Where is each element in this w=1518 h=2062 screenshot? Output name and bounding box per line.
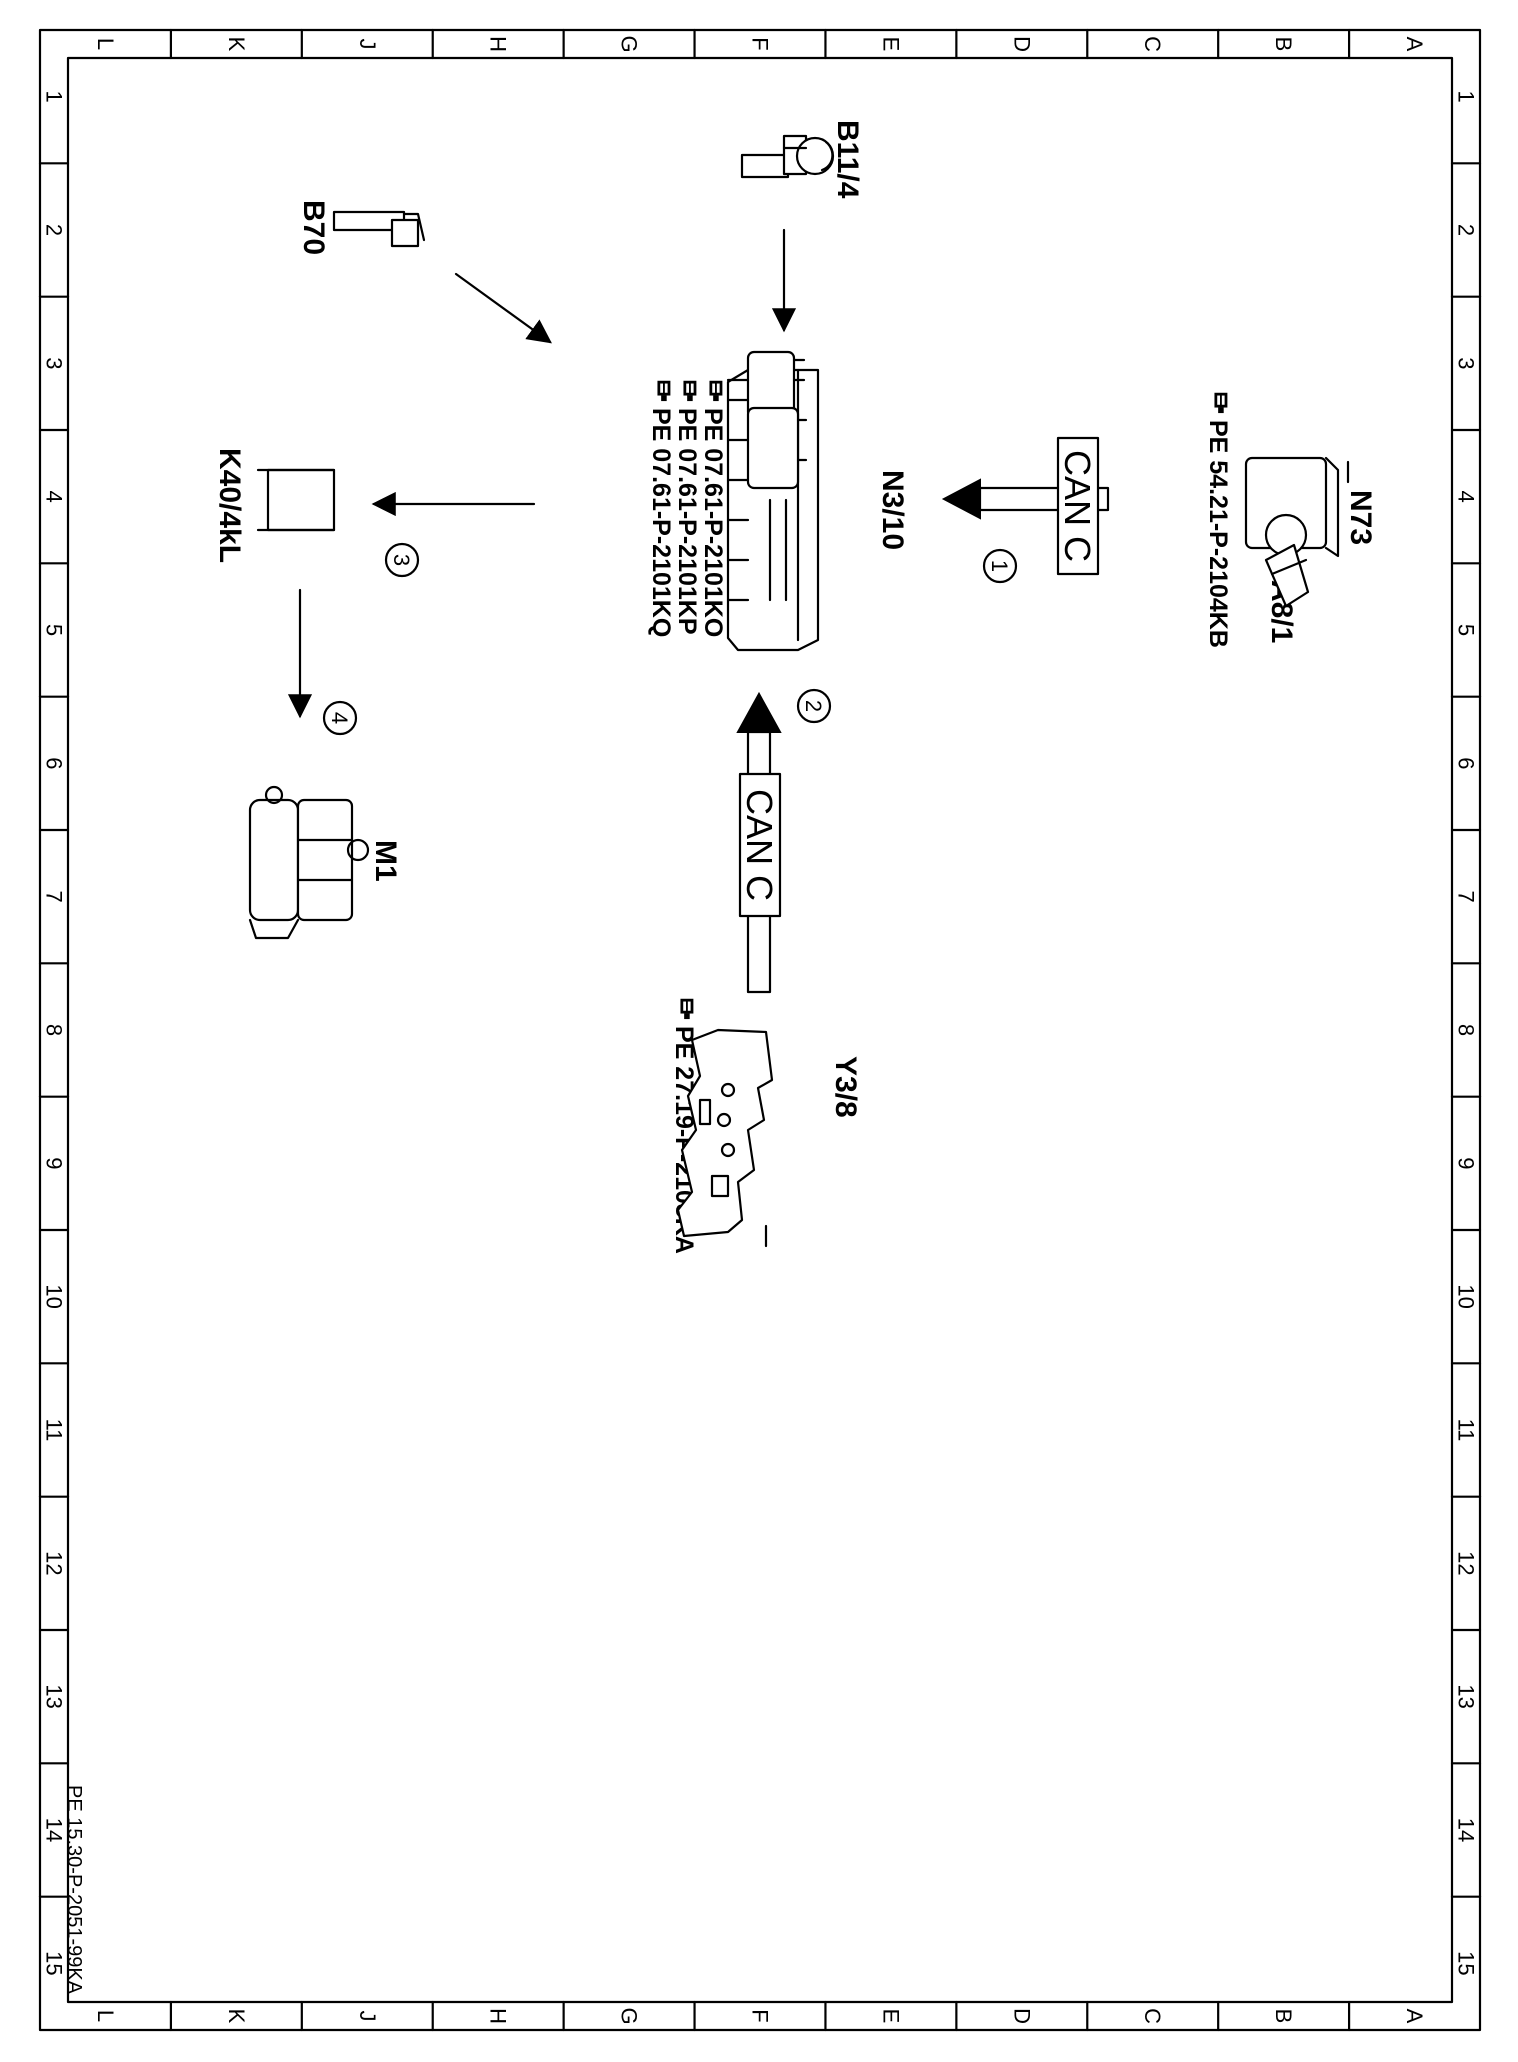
- grid-column-label: A: [1402, 2009, 1427, 2024]
- grid-row-label: 11: [1454, 1419, 1479, 1442]
- label-m1: M1: [369, 840, 402, 882]
- step-4: 4: [322, 700, 358, 736]
- ref-text: PE 07.61-P-2101KO: [699, 408, 727, 637]
- pointing-hand-icon: [680, 998, 694, 1020]
- grid-row-label: 13: [42, 1684, 67, 1708]
- grid-row-label: 5: [42, 624, 67, 636]
- grid-row-label: 6: [42, 757, 67, 769]
- y3-8-valve-body-drawing: [676, 1028, 774, 1248]
- grid-row-label: 7: [42, 891, 67, 903]
- grid-column-label: L: [93, 2010, 118, 2022]
- grid-column-label: K: [224, 2009, 249, 2024]
- pointing-hand-icon: [1214, 392, 1228, 414]
- ref-text: PE 07.61-P-2101KP: [673, 408, 701, 635]
- grid-column-label: J: [355, 2011, 380, 2022]
- grid-row-label: 10: [1454, 1284, 1479, 1308]
- grid-column-label: G: [617, 35, 642, 52]
- grid-column-label: G: [617, 2007, 642, 2024]
- grid-column-label: D: [1009, 36, 1034, 52]
- grid-row-label: 3: [42, 357, 67, 369]
- n73-eis-drawing: [1244, 456, 1350, 608]
- grid-row-label: 12: [42, 1551, 67, 1575]
- can-bus-y3-8-to-n3-10: CAN C 2: [736, 688, 832, 994]
- step-3: 3: [384, 542, 420, 578]
- grid-row-label: 13: [1454, 1684, 1479, 1708]
- grid-column-label: F: [748, 2009, 773, 2022]
- m1-starter-drawing: [248, 785, 370, 940]
- k40-4kl-relay-drawing: [256, 468, 336, 532]
- can-label-bottom: CAN C: [739, 789, 780, 901]
- pointing-hand-icon: [709, 380, 723, 402]
- grid-column-label: B: [1271, 37, 1296, 52]
- grid-row-label: 7: [1454, 891, 1479, 903]
- ref-text: PE 54.21-P-2104KB: [1204, 420, 1232, 648]
- grid-column-label: L: [93, 38, 118, 50]
- can-bus-n73-to-n3-10: CAN C 1: [941, 436, 1110, 584]
- pointing-hand-icon: [683, 380, 697, 402]
- frame-grid-ticks: [38, 28, 1482, 2032]
- grid-column-label: A: [1402, 37, 1427, 52]
- b70-sensor-drawing: [332, 210, 426, 248]
- label-b11-4: B11/4: [831, 120, 864, 199]
- grid-row-label: 2: [1454, 224, 1479, 236]
- pointing-hand-icon: [657, 380, 671, 402]
- document-id: PE 15.30-P-2051-99KA: [63, 1785, 85, 1995]
- grid-row-label: 11: [42, 1419, 67, 1442]
- grid-column-label: E: [878, 37, 903, 52]
- grid-column-label: F: [748, 37, 773, 50]
- grid-row-label: 4: [42, 491, 67, 503]
- ref-n3-10-3: PE 07.61-P-2101KQ: [647, 380, 675, 637]
- outer-frame-border: [38, 28, 1482, 2032]
- n3-10-control-unit-drawing: [726, 350, 820, 652]
- grid-column-label: J: [355, 39, 380, 50]
- label-n73: N73: [1344, 490, 1377, 545]
- grid-row-label: 15: [42, 1951, 67, 1975]
- grid-column-label: H: [486, 2008, 511, 2024]
- grid-row-label: 9: [42, 1157, 67, 1169]
- grid-row-label: 8: [42, 1024, 67, 1036]
- grid-row-label: 3: [1454, 357, 1479, 369]
- grid-column-label: C: [1140, 36, 1165, 52]
- grid-column-label: B: [1271, 2009, 1296, 2024]
- grid-row-label: 8: [1454, 1024, 1479, 1036]
- label-b70: B70: [297, 200, 330, 255]
- grid-row-label: 1: [42, 91, 67, 103]
- grid-row-label: 14: [1454, 1818, 1479, 1842]
- label-y3-8: Y3/8: [829, 1056, 862, 1118]
- diagram-content: B11/4 B70 N3/10 N73 A8/1 K40/4kL M1 Y3/8…: [63, 120, 1377, 1995]
- can-label-top: CAN C: [1057, 450, 1098, 562]
- arrow-b70-to-n3-10: [454, 272, 552, 344]
- step-number-3: 3: [389, 554, 414, 566]
- grid-row-label: 9: [1454, 1157, 1479, 1169]
- grid-row-label: 4: [1454, 491, 1479, 503]
- grid-row-label: 2: [42, 224, 67, 236]
- grid-column-label: H: [486, 36, 511, 52]
- grid-row-label: 15: [1454, 1951, 1479, 1975]
- inner-frame-border: [66, 56, 1454, 2004]
- grid-row-label: 5: [1454, 624, 1479, 636]
- grid-row-label: 12: [1454, 1551, 1479, 1575]
- ref-n73: PE 54.21-P-2104KB: [1204, 392, 1232, 648]
- b11-4-sensor-drawing: [740, 134, 835, 179]
- grid-row-label: 1: [1454, 91, 1479, 103]
- step-number-1: 1: [987, 560, 1012, 572]
- grid-column-label: C: [1140, 2008, 1165, 2024]
- step-number-4: 4: [327, 712, 352, 724]
- grid-row-label: 14: [42, 1818, 67, 1842]
- ref-n3-10-1: PE 07.61-P-2101KO: [699, 380, 727, 637]
- ref-text: PE 07.61-P-2101KQ: [647, 408, 675, 637]
- step-number-2: 2: [801, 700, 826, 712]
- ref-n3-10-2: PE 07.61-P-2101KP: [673, 380, 701, 635]
- label-n3-10: N3/10: [876, 470, 909, 550]
- label-k40-4kl: K40/4kL: [213, 448, 246, 563]
- grid-column-label: K: [224, 37, 249, 52]
- grid-row-label: 10: [42, 1284, 67, 1308]
- grid-column-label: E: [878, 2009, 903, 2024]
- grid-column-label: D: [1009, 2008, 1034, 2024]
- grid-row-label: 6: [1454, 757, 1479, 769]
